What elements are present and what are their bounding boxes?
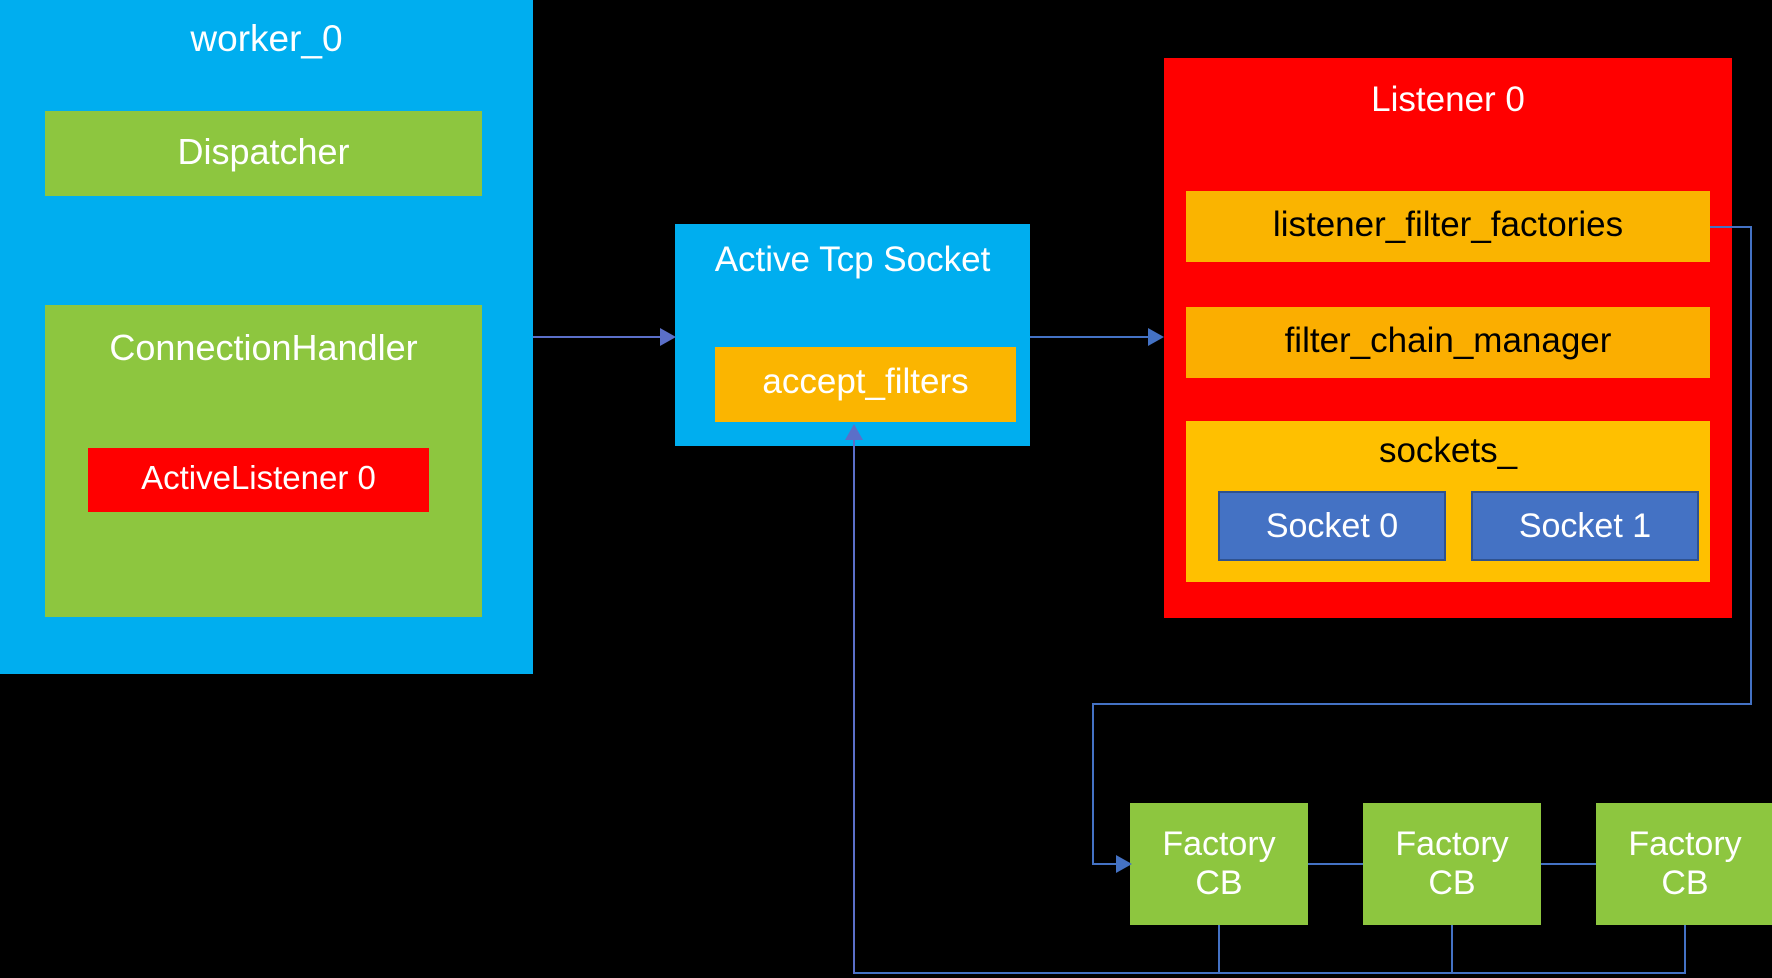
listener-0-title: Listener 0 — [1371, 80, 1525, 119]
active-listener-box: ActiveListener 0 — [88, 448, 429, 512]
connector-bottom-bus — [853, 972, 1686, 974]
arrow-activetcp-to-listener — [1148, 328, 1164, 346]
socket-1-box: Socket 1 — [1471, 491, 1699, 561]
connector-fcb2-down — [1684, 925, 1686, 974]
connector-activetcp-to-listener — [1030, 336, 1150, 338]
connector-fcb0-to-fcb1 — [1308, 863, 1363, 865]
accept-filters-box: accept_filters — [715, 347, 1016, 422]
connector-fcb1-down — [1451, 925, 1453, 974]
dispatcher-label: Dispatcher — [177, 131, 350, 172]
connector-lff-right — [1710, 226, 1752, 228]
arrow-lff-to-factory-cb-0 — [1116, 855, 1132, 873]
dispatcher-box: Dispatcher — [45, 111, 482, 196]
socket-1-label: Socket 1 — [1518, 506, 1652, 545]
accept-filters-label: accept_filters — [762, 362, 969, 401]
connection-handler-label: ConnectionHandler — [109, 327, 418, 368]
sockets-label: sockets_ — [1378, 431, 1518, 470]
connector-fcb1-to-fcb2 — [1541, 863, 1596, 865]
connector-lff-left — [1092, 703, 1752, 705]
filter-chain-manager-box: filter_chain_manager — [1186, 307, 1710, 378]
active-tcp-socket-title: Active Tcp Socket — [714, 240, 991, 279]
filter-chain-manager-label: filter_chain_manager — [1284, 321, 1612, 360]
socket-0-box: Socket 0 — [1218, 491, 1446, 561]
arrow-connhandler-to-activetcp — [660, 328, 676, 346]
listener-filter-factories-box: listener_filter_factories — [1186, 191, 1710, 262]
active-listener-label: ActiveListener 0 — [141, 459, 376, 496]
connector-lff-down-to-fcb — [1092, 703, 1094, 864]
arrow-bus-to-accept-filters — [845, 424, 863, 440]
connector-lff-down — [1750, 226, 1752, 705]
connector-connhandler-to-activetcp — [533, 336, 662, 338]
listener-filter-factories-label: listener_filter_factories — [1272, 205, 1624, 244]
connector-bus-up-to-accept-filters — [853, 438, 855, 974]
connector-lff-into-fcb0 — [1092, 863, 1120, 865]
connector-fcb0-down — [1218, 925, 1220, 974]
worker-0-title: worker_0 — [190, 18, 343, 59]
socket-0-label: Socket 0 — [1265, 506, 1399, 545]
